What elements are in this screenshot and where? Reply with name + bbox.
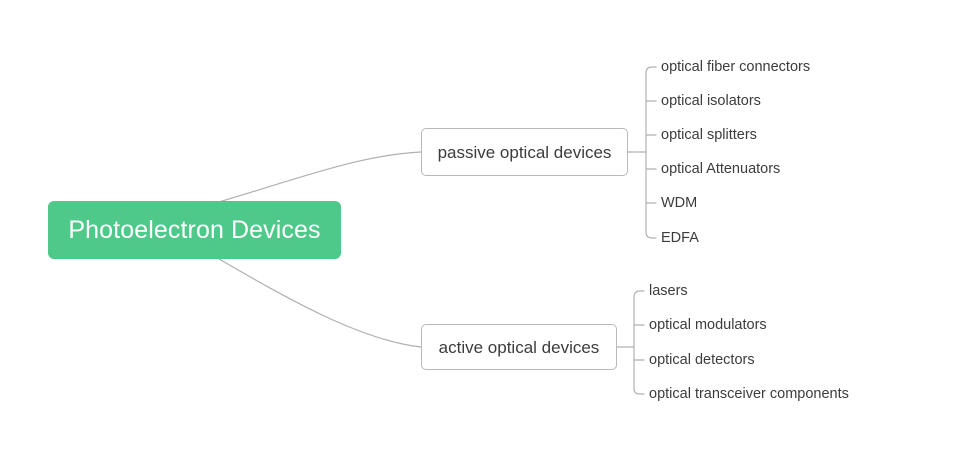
- edge-passive-leaf-5: [645, 231, 657, 239]
- branch-node-active-label: active optical devices: [438, 337, 600, 357]
- leaf-node-wdm[interactable]: WDM: [661, 194, 698, 211]
- leaf-node-optical-detectors[interactable]: optical detectors: [649, 351, 755, 368]
- leaf-node-optical-isolators[interactable]: optical isolators: [661, 92, 761, 109]
- leaf-node-optical-modulators[interactable]: optical modulators: [649, 316, 767, 333]
- leaf-node-optical-fiber-connectors[interactable]: optical fiber connectors: [661, 58, 811, 75]
- branch-node-passive[interactable]: passive optical devices: [421, 128, 628, 176]
- root-node[interactable]: Photoelectron Devices: [48, 201, 341, 259]
- root-node-label: Photoelectron Devices: [68, 215, 321, 244]
- branch-node-active[interactable]: active optical devices: [421, 324, 617, 370]
- leaf-node-optical-transceiver-components[interactable]: optical transceiver components: [649, 385, 849, 402]
- leaf-node-optical-attenuators[interactable]: optical Attenuators: [661, 160, 781, 177]
- leaf-node-optical-splitters[interactable]: optical splitters: [661, 126, 757, 143]
- edge-active-leaf-3: [633, 388, 645, 395]
- leaf-node-lasers[interactable]: lasers: [649, 282, 688, 299]
- leaf-node-edfa[interactable]: EDFA: [661, 229, 699, 246]
- edge-active-leaf-0: [633, 290, 645, 298]
- edge-root-to-passive: [218, 151, 422, 203]
- branch-node-passive-label: passive optical devices: [437, 142, 612, 162]
- edge-root-to-active: [218, 258, 422, 348]
- edge-passive-leaf-0: [645, 66, 657, 74]
